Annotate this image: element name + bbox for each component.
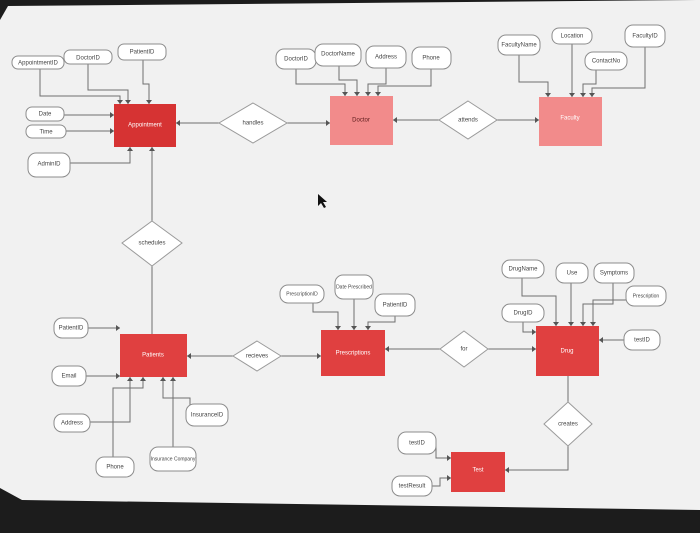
connector-lines [39,44,646,487]
entity-prescriptions-label: Prescriptions [336,351,371,357]
relationship-handles-label: handles [242,121,263,127]
attr-patient-phone[interactable]: Phone [95,456,135,478]
attr-location[interactable]: Location [551,27,593,45]
relationship-attends[interactable]: attends [438,100,498,140]
attr-admin-id[interactable]: AdminID [27,152,71,178]
attr-patient-id[interactable]: PatientID [53,317,89,339]
entity-appointment-label: Appointment [128,123,162,129]
attr-doctor-address[interactable]: Address [365,45,407,69]
entity-patients-label: Patients [142,353,164,359]
attr-insurance-id-label: InsuranceID [191,413,224,419]
entity-doctor[interactable]: Doctor [330,96,393,145]
attr-patient-phone-label: Phone [106,465,124,471]
entity-prescriptions[interactable]: Prescriptions [321,330,385,376]
attr-drug-id-label: DrugID [513,311,533,317]
attr-use[interactable]: Use [555,262,589,284]
attr-insurance-company-label: Insurance Company [151,456,196,462]
attr-drug-id[interactable]: DrugID [501,303,545,323]
attr-patient-id-label: PatientID [59,326,84,332]
attr-drug-name-label: DrugName [508,267,538,273]
attr-prescription-id-label: PrescriptionID [286,291,318,297]
attr-date-prescribed[interactable]: Date Prescribed [334,274,374,300]
entity-test-label: Test [472,468,483,474]
entity-faculty[interactable]: Faculty [539,97,602,146]
attr-drug-prescription[interactable]: Prescription [625,285,667,307]
attr-symptoms-label: Symptoms [600,271,628,277]
attr-doctor-phone[interactable]: Phone [411,46,452,70]
attr-contact-no-label: ContactNo [592,59,621,65]
entity-doctor-label: Doctor [352,118,370,124]
attr-date-label: Date [39,112,52,118]
attr-doctor-id-label: DoctorID [284,57,308,63]
attr-patient-address[interactable]: Address [53,413,91,433]
attr-email[interactable]: Email [51,365,87,387]
attr-drug-name[interactable]: DrugName [501,259,545,279]
attr-appointment-doctor-id[interactable]: DoctorID [63,49,113,65]
attr-appointment-doctor-id-label: DoctorID [76,56,100,62]
entity-test[interactable]: Test [451,452,505,492]
attr-faculty-name[interactable]: FacultyName [497,34,541,56]
attr-appointment-patient-id-label: PatientID [130,50,155,56]
attr-appointment-id[interactable]: AppointmentID [11,55,65,70]
relationship-schedules[interactable]: schedules [121,220,183,267]
attr-patient-address-label: Address [61,421,83,427]
attr-test-id[interactable]: testID [397,431,437,455]
attr-date[interactable]: Date [25,106,65,122]
attr-appointment-id-label: AppointmentID [18,61,58,67]
attr-doctor-phone-label: Phone [422,56,440,62]
attr-doctor-name-label: DoctorName [321,52,355,58]
attributes: AppointmentID DoctorID PatientID Date Ti… [11,24,667,497]
attr-doctor-address-label: Address [375,55,397,61]
relationship-handles[interactable]: handles [218,102,288,144]
entity-drug-label: Drug [560,349,573,355]
attr-contact-no[interactable]: ContactNo [584,51,628,71]
entity-patients[interactable]: Patients [120,334,187,377]
attr-test-result-label: testResult [399,484,426,490]
relationship-schedules-label: schedules [138,241,165,247]
attr-use-label: Use [567,271,578,277]
attr-drug-test-id-label: testID [634,338,650,344]
relationship-recieves[interactable]: recieves [232,340,282,372]
attr-email-label: Email [61,374,76,380]
relationship-attends-label: attends [458,118,478,124]
attr-doctor-name[interactable]: DoctorName [314,43,362,67]
entity-faculty-label: Faculty [560,116,579,122]
attr-prescription-patient-id-label: PatientID [383,303,408,309]
attr-date-prescribed-label: Date Prescribed [336,284,372,290]
attr-prescription-id[interactable]: PrescriptionID [279,284,325,304]
entity-drug[interactable]: Drug [536,326,599,376]
attr-insurance-id[interactable]: InsuranceID [185,403,229,427]
entity-appointment[interactable]: Appointment [114,104,176,147]
attr-test-result[interactable]: testResult [391,475,433,497]
attr-drug-prescription-label: Prescription [633,293,660,299]
attr-faculty-name-label: FacultyName [501,43,537,49]
relationship-creates[interactable]: creates [543,401,593,447]
attr-appointment-patient-id[interactable]: PatientID [117,43,167,61]
attr-location-label: Location [561,34,584,40]
relationship-for[interactable]: for [439,330,489,368]
attr-faculty-id-label: FacultyID [632,34,658,40]
attr-symptoms[interactable]: Symptoms [593,262,635,284]
mouse-pointer-icon [318,194,327,208]
relationship-for-label: for [460,347,467,353]
attr-insurance-company[interactable]: Insurance Company [149,446,197,472]
diagram-canvas [0,0,700,510]
attr-prescription-patient-id[interactable]: PatientID [374,293,416,317]
attr-time-label: Time [39,130,53,136]
arrowheads [110,92,603,481]
attr-admin-id-label: AdminID [37,162,61,168]
relationship-recieves-label: recieves [246,354,268,360]
attr-time[interactable]: Time [25,124,67,139]
attr-doctor-id[interactable]: DoctorID [275,48,317,70]
relationship-creates-label: creates [558,422,578,428]
attr-faculty-id[interactable]: FacultyID [624,24,666,48]
attr-test-id-label: testID [409,441,425,447]
attr-drug-test-id[interactable]: testID [623,329,661,351]
